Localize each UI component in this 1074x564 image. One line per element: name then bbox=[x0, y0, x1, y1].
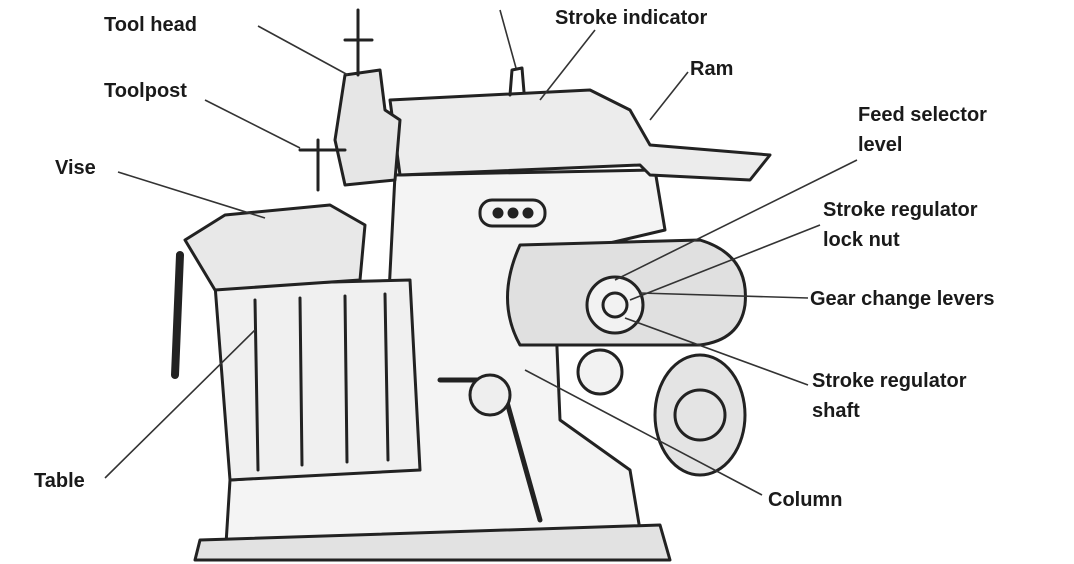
leader-column bbox=[524, 369, 763, 496]
vise-handle bbox=[171, 251, 184, 379]
vise bbox=[183, 203, 367, 292]
stroke-indicator-knob bbox=[508, 66, 526, 97]
leader-lock-nut bbox=[629, 224, 821, 301]
leader-lines bbox=[104, 9, 858, 496]
tool-head bbox=[333, 68, 402, 187]
stroke-regulator-hub bbox=[576, 348, 624, 396]
label-vise: Vise bbox=[55, 157, 96, 179]
gear-change-hub bbox=[585, 275, 645, 335]
leader-stroke-indicator-2 bbox=[539, 29, 596, 101]
ram bbox=[388, 88, 772, 182]
label-column: Column bbox=[768, 489, 843, 511]
leader-ram bbox=[649, 71, 689, 121]
label-feed-selector-level: Feed selector level bbox=[858, 104, 987, 156]
leader-stroke-indicator bbox=[499, 9, 517, 69]
leader-toolpost bbox=[204, 99, 301, 149]
label-stroke-indicator: Stroke indicator bbox=[555, 7, 708, 29]
label-stroke-regulator-shaft: Stroke regulator shaft bbox=[812, 370, 967, 422]
leader-feed-selector bbox=[614, 159, 858, 281]
motor bbox=[653, 353, 747, 477]
label-table: Table bbox=[34, 470, 85, 492]
leader-tool-head bbox=[257, 25, 349, 76]
tool-head-screw bbox=[343, 8, 374, 77]
label-stroke-regulator-lock-nut: Stroke regulator lock nut bbox=[823, 199, 978, 251]
leader-table bbox=[104, 329, 256, 479]
toolpost bbox=[298, 138, 347, 192]
leader-vise bbox=[117, 171, 266, 219]
label-tool-head: Tool head bbox=[104, 14, 197, 36]
base bbox=[193, 523, 672, 562]
label-gear-change-levers: Gear change levers bbox=[810, 288, 995, 310]
leader-gear-change bbox=[639, 292, 809, 299]
label-toolpost: Toolpost bbox=[104, 80, 187, 102]
column-window bbox=[478, 198, 547, 228]
leader-stroke-shaft bbox=[624, 317, 809, 386]
label-ram: Ram bbox=[690, 58, 734, 80]
